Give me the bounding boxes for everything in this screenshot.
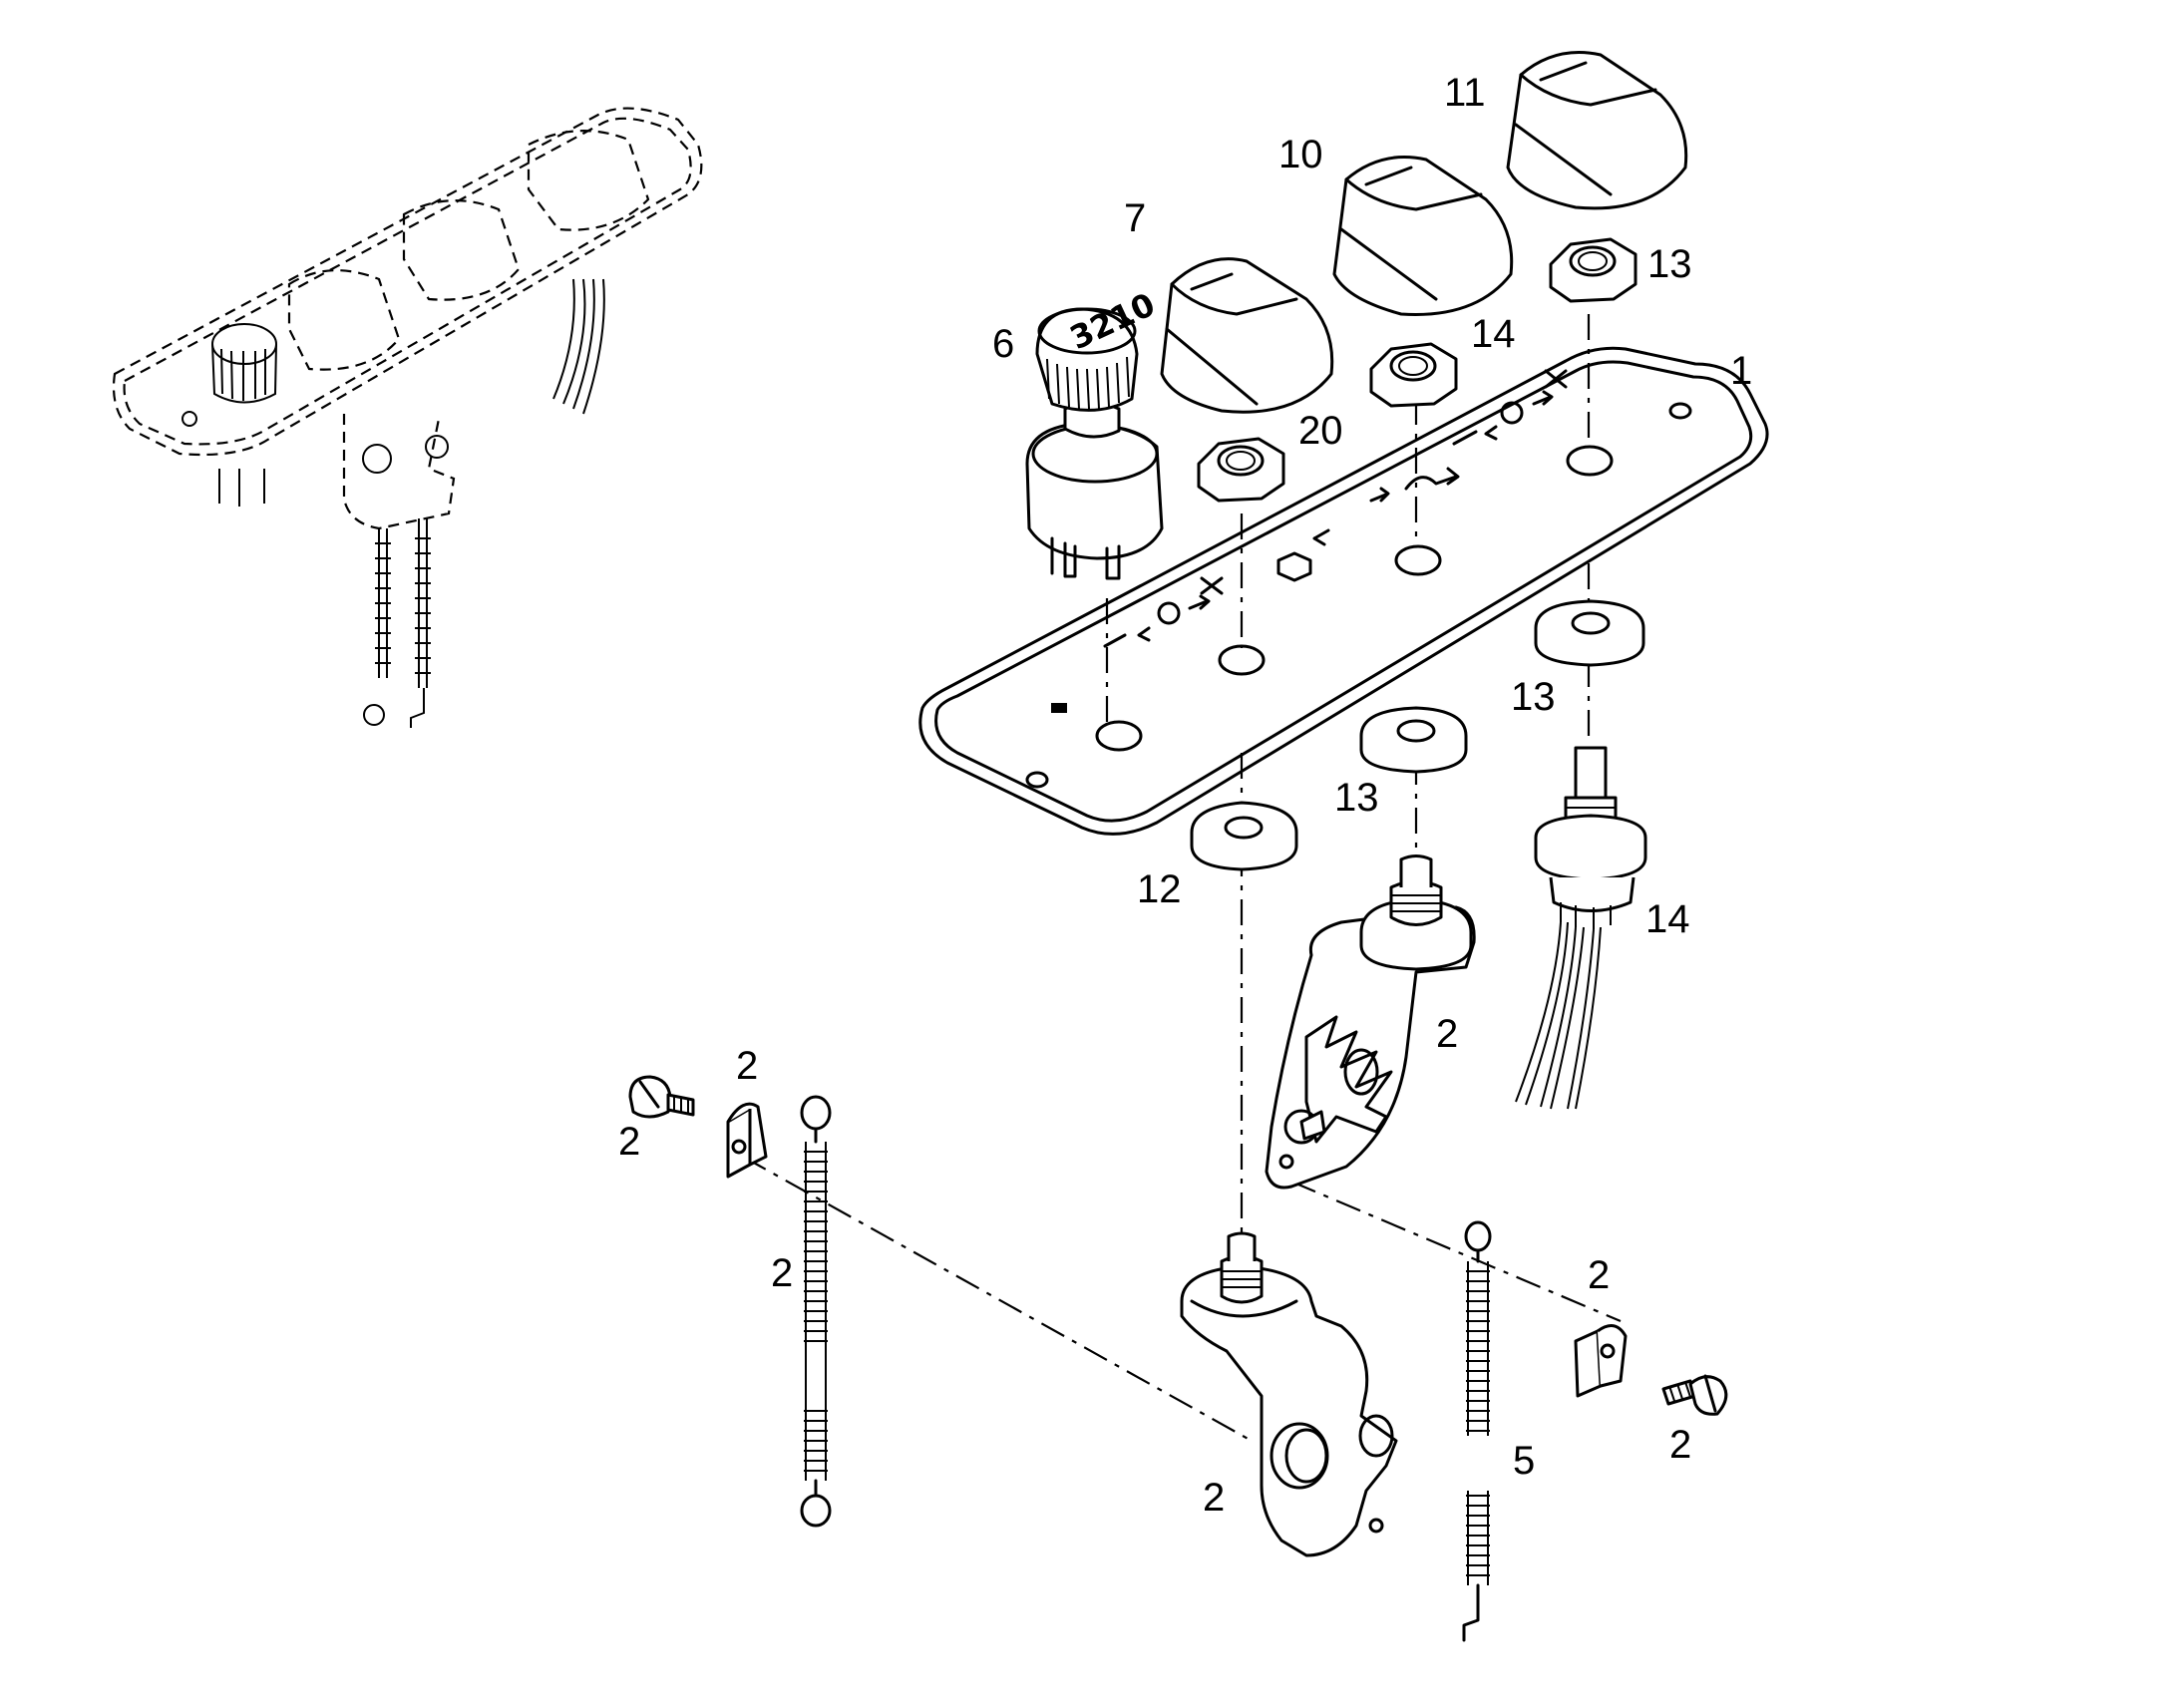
clip-2-right (1574, 1324, 1628, 1398)
clip-2-left (726, 1102, 768, 1179)
spring-6 (1462, 1220, 1492, 1642)
knob-12 (1506, 51, 1688, 210)
bracket-2-lower (1180, 1231, 1398, 1557)
callout-20-left: 20 (1298, 409, 1343, 453)
nut-20-left (1197, 437, 1285, 503)
screw-2-left (628, 1075, 695, 1119)
panel-hole-4 (1566, 445, 1614, 477)
callout-2-clip-right: 2 (1588, 1253, 1610, 1297)
assembled-panel-overview (112, 107, 703, 728)
callout-13-left: 12 (1137, 867, 1182, 911)
screw-2-right (1661, 1374, 1728, 1416)
control-panel-plate (918, 346, 1769, 836)
callout-5: 2 (771, 1251, 793, 1295)
washer-13-a (1190, 801, 1298, 871)
panel-symbols (1051, 369, 1568, 713)
callout-14-nut: 13 (1647, 242, 1692, 286)
callout-10: 7 (1124, 196, 1146, 240)
nut-14-top (1549, 237, 1637, 303)
ghost-springs (363, 518, 431, 728)
callouts: 1 2 2 2 2 2 2 2 5 6 7 10 11 12 13 13 13 … (618, 71, 1752, 1520)
panel-hole-3 (1394, 544, 1442, 576)
spring-5 (800, 1095, 832, 1528)
callout-2-bracket: 2 (1203, 1476, 1225, 1520)
callout-2-clip-left: 2 (736, 1044, 758, 1088)
callout-2-sector: 2 (1436, 1012, 1458, 1056)
ghost-knob-7 (211, 323, 277, 404)
washer-13-c (1534, 599, 1645, 667)
callout-7: 6 (992, 322, 1014, 366)
callout-6: 5 (1513, 1439, 1535, 1483)
sector-bracket-2-upper (1265, 854, 1476, 1190)
switch-14 (1515, 746, 1647, 1110)
callout-1: 1 (1730, 349, 1752, 393)
nut-20-right (1369, 342, 1458, 408)
knob-11 (1332, 156, 1514, 316)
callout-2-screw-left: 2 (618, 1120, 640, 1164)
rotary-switch-7: 3210 (1025, 285, 1164, 580)
panel-hole-1 (1095, 720, 1143, 752)
callout-20-right: 14 (1471, 312, 1516, 356)
callout-14-switch: 14 (1645, 897, 1690, 941)
assembly-center-lines (742, 314, 1622, 1442)
washer-13-b (1359, 706, 1468, 774)
callout-2-screw-right: 2 (1669, 1423, 1691, 1467)
callout-13-right: 13 (1511, 675, 1556, 719)
callout-12: 11 (1444, 71, 1486, 115)
callout-13-mid: 13 (1334, 776, 1379, 820)
knob-10 (1160, 257, 1334, 414)
callout-11: 10 (1278, 133, 1323, 176)
